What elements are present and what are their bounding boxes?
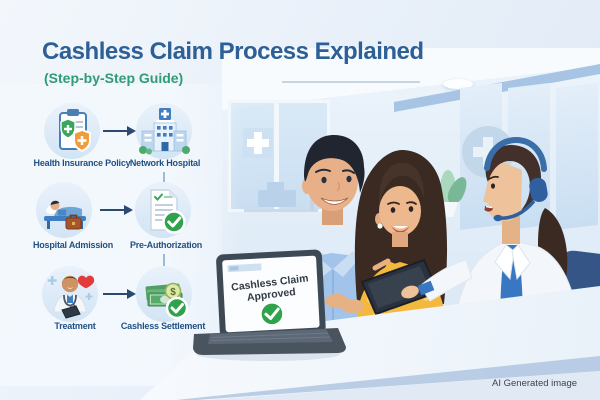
step-icon-cashless-settlement: $ xyxy=(136,266,192,322)
headset-icon xyxy=(484,136,548,222)
step-label-cashless-settlement: Cashless Settlement xyxy=(120,321,206,331)
step-label-hospital-admission: Hospital Admission xyxy=(32,240,114,250)
arrow-right-icon xyxy=(103,126,136,136)
approved-check-icon xyxy=(259,301,285,327)
briefcase-icon xyxy=(65,214,82,230)
agent-hand xyxy=(401,285,419,299)
approved-document-icon xyxy=(150,189,186,234)
hand xyxy=(340,299,364,313)
step-label-network-hospital: Network Hospital xyxy=(129,158,201,168)
check-icon xyxy=(162,210,186,234)
printer-silhouette xyxy=(258,190,296,207)
step-icon-health-insurance-policy xyxy=(44,103,100,159)
connector-line xyxy=(163,254,165,266)
dollar-sign: $ xyxy=(170,287,176,298)
medical-cross-sign xyxy=(243,128,273,158)
patient-in-bed-icon xyxy=(44,200,86,230)
shelf-line xyxy=(244,209,318,212)
connector-line xyxy=(163,172,165,182)
cash-approved-icon: $ xyxy=(145,282,189,320)
printer-silhouette xyxy=(267,182,284,191)
arrow-right-icon xyxy=(103,289,136,299)
heart-icon xyxy=(77,275,95,289)
step-label-treatment: Treatment xyxy=(54,321,96,331)
step-label-pre-authorization: Pre-Authorization xyxy=(129,240,203,250)
ceiling-light xyxy=(443,79,473,89)
doctor-with-tablet-icon xyxy=(47,275,95,319)
laptop-screen: Cashless Claim Approved xyxy=(216,249,326,339)
page-title: Cashless Claim Process Explained xyxy=(42,38,424,65)
step-label-health-insurance-policy: Health Insurance Policy xyxy=(33,158,131,168)
insurance-policy-clipboard-icon xyxy=(59,109,91,152)
hospital-building-icon xyxy=(139,108,190,155)
page-subtitle: (Step-by-Step Guide) xyxy=(44,70,184,86)
step-icon-treatment xyxy=(42,266,98,322)
check-icon xyxy=(165,296,189,320)
step-icon-pre-authorization xyxy=(135,182,191,238)
step-icon-network-hospital xyxy=(136,103,192,159)
pointing-hand xyxy=(372,258,391,271)
laptop: Cashless Claim Approved xyxy=(193,249,346,361)
window-mullion xyxy=(274,100,279,212)
title-underline xyxy=(282,81,420,83)
laptop-keyboard xyxy=(208,329,333,344)
step-icon-hospital-admission xyxy=(36,182,92,238)
arrow-right-icon xyxy=(100,205,133,215)
stethoscope-icon xyxy=(63,294,77,307)
laptop-screen-text-line2: Approved xyxy=(246,286,296,304)
ai-generated-label: AI Generated image xyxy=(492,378,578,389)
